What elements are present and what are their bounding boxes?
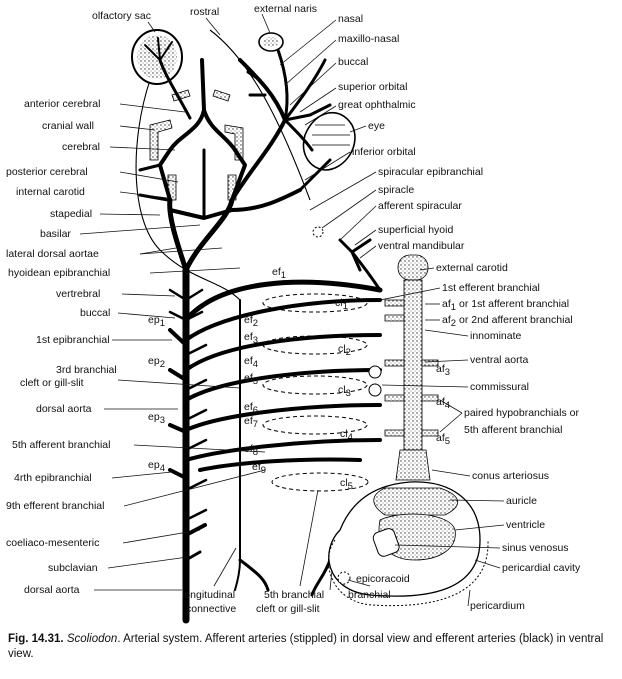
- label-stapedial: stapedial: [50, 208, 92, 220]
- label-4rth-epibranchial: 4rth epibranchial: [14, 472, 92, 484]
- scoliodon-arterial-diagram: olfactory sac rostral external naris nas…: [6, 3, 581, 624]
- mark-ef7: ef7: [244, 415, 258, 430]
- label-3rd-branchial-cleft-2: cleft or gill-slit: [20, 377, 84, 389]
- label-buccal-top: buccal: [338, 56, 368, 68]
- mark-ef9: ef9: [252, 461, 266, 476]
- mark-ep4: ep4: [148, 459, 165, 474]
- label-3rd-branchial-cleft: 3rd branchial: [56, 364, 117, 376]
- label-spiracular-epibranchial: spiracular epibranchial: [378, 166, 483, 178]
- mark-af3: af3: [436, 363, 450, 378]
- mark-ef8: ef8: [244, 443, 258, 458]
- label-af1: af1 or 1st afferent branchial: [442, 298, 569, 313]
- label-external-carotid: external carotid: [436, 262, 508, 274]
- label-1st-efferent-branchial: 1st efferent branchial: [442, 282, 540, 294]
- label-5th-afferent-branchial-left: 5th afferent branchial: [12, 439, 110, 451]
- label-inferior-orbital: inferior orbital: [352, 146, 416, 158]
- mark-cl5: cl5: [340, 477, 353, 492]
- label-subclavian: subclavian: [48, 562, 98, 574]
- label-longitudinal-connective: longitudinal: [182, 589, 235, 601]
- label-branchial: branchial: [348, 589, 391, 601]
- gill-clefts: [262, 293, 369, 492]
- label-lateral-dorsal-aortae: lateral dorsal aortae: [6, 248, 99, 260]
- ventral-aorta-afferent: [368, 254, 439, 481]
- inline-marks: ef1 ef2 ef3 ef4 ef5 ef6 ef7 ef8 ef9 ep1 …: [148, 266, 450, 492]
- label-1st-epibranchial: 1st epibranchial: [36, 334, 110, 346]
- mark-ef4: ef4: [244, 355, 258, 370]
- label-conus-arteriosus: conus arteriosus: [472, 470, 549, 482]
- mark-ef3: ef3: [244, 331, 258, 346]
- label-auricle: auricle: [506, 495, 537, 507]
- label-anterior-cerebral: anterior cerebral: [24, 98, 100, 110]
- label-great-ophthalmic: great ophthalmic: [338, 99, 416, 111]
- label-9th-efferent-branchial: 9th efferent branchial: [6, 500, 104, 512]
- label-spiracle: spiracle: [378, 184, 414, 196]
- mark-cl4: cl4: [340, 428, 353, 443]
- label-5th-branchial-cleft: 5th branchial: [264, 589, 324, 601]
- label-basilar: basilar: [40, 228, 71, 240]
- mark-ef5: ef5: [244, 372, 258, 387]
- label-posterior-cerebral: posterior cerebral: [6, 166, 88, 178]
- label-dorsal-aorta-mid: dorsal aorta: [36, 403, 92, 415]
- label-rostral: rostral: [190, 6, 219, 18]
- label-cranial-wall: cranial wall: [42, 120, 94, 132]
- label-buccal-left: buccal: [80, 307, 110, 319]
- heart: [327, 481, 489, 607]
- caption-fig-number: Fig. 14.31.: [8, 633, 64, 645]
- mark-ef6: ef6: [244, 401, 258, 416]
- eye: [302, 111, 356, 171]
- label-paired-hypobranchials: paired hypobranchials or: [464, 407, 579, 419]
- mark-cl3: cl3: [338, 384, 351, 399]
- label-internal-carotid: internal carotid: [16, 186, 85, 198]
- leader-lines: [79, 13, 505, 607]
- label-afferent-spiracular: afferent spiracular: [378, 200, 462, 212]
- cranial-wall: [149, 89, 244, 201]
- label-ventral-mandibular: ventral mandibular: [378, 240, 465, 252]
- mark-af4: af4: [436, 396, 450, 411]
- spiracle: [312, 226, 324, 238]
- label-eye: eye: [368, 120, 385, 132]
- label-af2: af2 or 2nd afferent branchial: [442, 314, 573, 329]
- label-ventricle: ventricle: [506, 519, 545, 531]
- label-ventral-aorta: ventral aorta: [470, 354, 529, 366]
- label-longitudinal-connective-2: connective: [186, 603, 236, 615]
- label-dorsal-aorta-bottom: dorsal aorta: [24, 584, 80, 596]
- label-superior-orbital: superior orbital: [338, 81, 407, 93]
- label-sinus-venosus: sinus venosus: [502, 542, 569, 554]
- label-5th-branchial-cleft-2: cleft or gill-slit: [256, 603, 320, 615]
- epicoracoid: [337, 571, 351, 585]
- figure-caption: Fig. 14.31. Scoliodon. Arterial system. …: [8, 632, 614, 662]
- mark-ep1: ep1: [148, 314, 165, 329]
- caption-genus: Scoliodon: [66, 633, 118, 645]
- label-vertrebral: vertrebral: [56, 288, 100, 300]
- label-epicoracoid: epicoracoid: [356, 573, 410, 585]
- mark-ef1: ef1: [272, 266, 286, 281]
- label-5th-afferent-branchial-right: 5th afferent branchial: [464, 424, 562, 436]
- label-external-naris: external naris: [254, 3, 317, 15]
- label-coeliaco-mesenteric: coeliaco-mesenteric: [6, 537, 99, 549]
- label-commissural: commissural: [470, 381, 529, 393]
- mark-ep2: ep2: [148, 355, 165, 370]
- label-olfactory-sac: olfactory sac: [92, 10, 151, 22]
- mark-ep3: ep3: [148, 411, 165, 426]
- label-maxillo-nasal: maxillo-nasal: [338, 33, 399, 45]
- label-nasal: nasal: [338, 13, 363, 25]
- labels: olfactory sac rostral external naris nas…: [6, 3, 581, 615]
- efferent-vessels: [138, 37, 383, 624]
- label-pericardial-cavity: pericardial cavity: [502, 562, 581, 574]
- label-superficial-hyoid: superficial hyoid: [378, 224, 453, 236]
- mark-ef2: ef2: [244, 314, 258, 329]
- label-innominate: innominate: [470, 330, 522, 342]
- mark-af5: af5: [436, 432, 450, 447]
- external-naris: [258, 32, 284, 52]
- label-hyoidean-epibranchial: hyoidean epibranchial: [8, 267, 110, 279]
- label-cerebral: cerebral: [62, 141, 100, 153]
- caption-text: . Arterial system. Afferent arteries (st…: [8, 633, 604, 660]
- label-pericardium: pericardium: [470, 600, 525, 612]
- mark-cl2: cl2: [338, 343, 351, 358]
- mark-cl1: cl1: [335, 297, 348, 312]
